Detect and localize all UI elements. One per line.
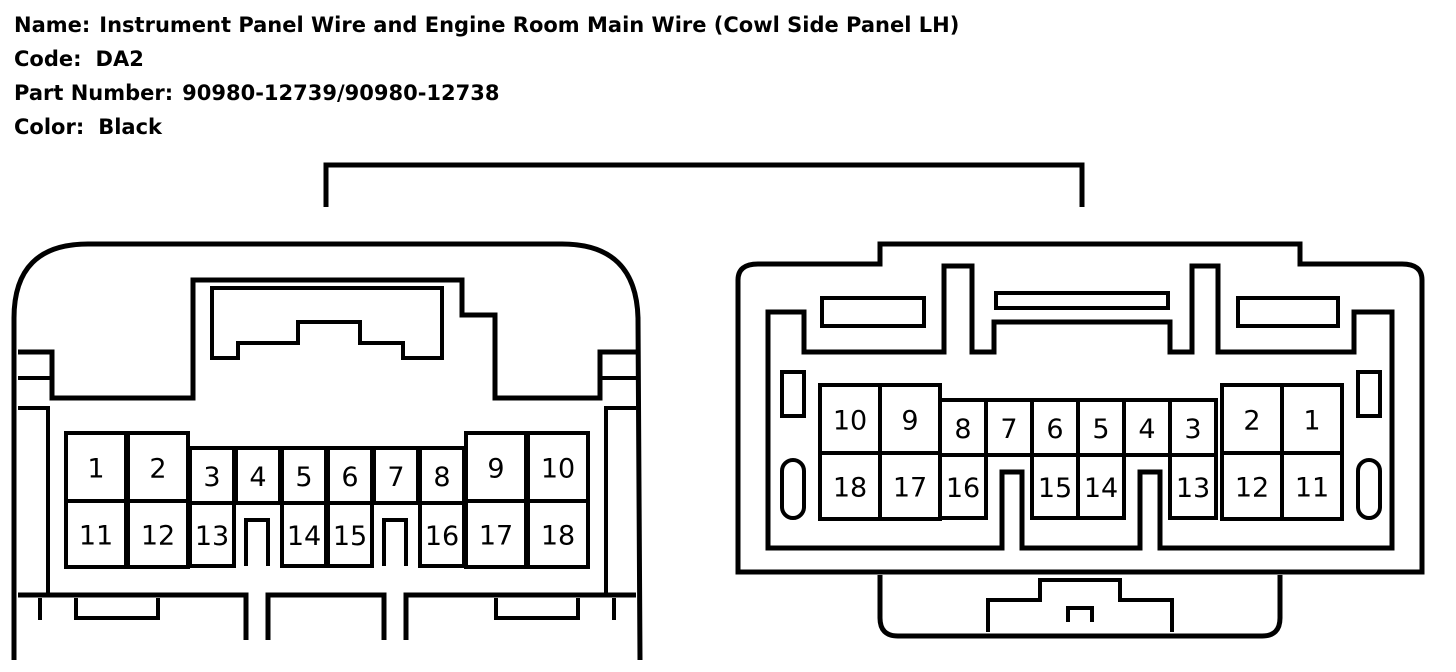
right-connector-side-slot-right-lower: [1356, 458, 1382, 520]
left-pin-label: 1: [87, 454, 104, 485]
left-connector-side-ribs: [18, 376, 636, 595]
right-pin-label: 1: [1303, 406, 1320, 437]
right-connector-inner-housing: [765, 263, 1395, 551]
right-pin-label: 3: [1184, 414, 1201, 445]
left-connector-outer-housing: [11, 241, 643, 661]
right-pin-label: 11: [1295, 473, 1329, 504]
left-pin-label: 6: [341, 462, 358, 493]
part-number-row: Part Number: 90980-12739/90980-12738: [14, 76, 959, 110]
left-pin-label: 4: [249, 462, 266, 493]
left-pin-label: 3: [203, 462, 220, 493]
left-pin-label: 11: [79, 521, 113, 552]
right-connector-top-slot-left: [820, 296, 926, 328]
left-connector-inner-housing: [18, 277, 636, 401]
right-pin-label: 4: [1138, 414, 1155, 445]
left-pin-label: 12: [141, 521, 175, 552]
right-pin-label: 13: [1176, 473, 1210, 504]
right-connector-side-slot-left-upper: [780, 370, 806, 418]
left-pin-label: 17: [479, 521, 513, 552]
left-connector-keyways: [244, 518, 408, 566]
right-cavity-16: [938, 453, 988, 520]
color-label: Color:: [14, 115, 85, 139]
left-cavity-8: [418, 446, 466, 505]
right-pin-label: 8: [954, 414, 971, 445]
left-pin-label: 7: [387, 462, 404, 493]
right-pin-label: 18: [833, 473, 867, 504]
code-row: Code: DA2: [14, 42, 959, 76]
connector-info: Name: Instrument Panel Wire and Engine Ro…: [14, 8, 959, 144]
color-row: Color: Black: [14, 110, 959, 144]
right-pin-label: 14: [1084, 473, 1118, 504]
right-pin-label: 5: [1092, 414, 1109, 445]
right-pin-label: 10: [833, 406, 867, 437]
right-pin-label: 17: [893, 473, 927, 504]
right-connector-lower-shroud: [877, 575, 1283, 639]
right-pin-label: 7: [1000, 414, 1017, 445]
left-connector-lock-latch: [210, 286, 444, 360]
left-connector-base-rail: [18, 592, 636, 640]
left-pin-label: 9: [487, 454, 504, 485]
left-cavity-7: [372, 446, 420, 505]
right-pin-label: 6: [1046, 414, 1063, 445]
left-connector-base-slots: [38, 598, 616, 620]
left-pin-label: 18: [541, 521, 575, 552]
left-cavity-13: [188, 501, 236, 568]
left-pin-label: 14: [287, 521, 321, 552]
right-pin-label: 16: [946, 473, 980, 504]
left-cavity-4: [234, 446, 282, 505]
left-cavity-12: [126, 499, 190, 569]
right-cavity-13: [1168, 453, 1218, 520]
mating-bracket: [323, 162, 1085, 207]
left-pin-label: 10: [541, 454, 575, 485]
right-connector-side-slot-left-lower: [780, 458, 806, 520]
name-label: Name:: [14, 13, 91, 37]
code-label: Code:: [14, 47, 82, 71]
right-pin-label: 9: [901, 406, 918, 437]
right-pin-label: 12: [1235, 473, 1269, 504]
name-row: Name: Instrument Panel Wire and Engine Ro…: [14, 8, 959, 42]
code-value: DA2: [95, 47, 144, 71]
right-connector-outer-housing: [735, 241, 1425, 575]
right-cavity-15: [1030, 453, 1080, 520]
right-pin-label: 2: [1243, 406, 1260, 437]
right-cavity-11: [1280, 451, 1344, 521]
color-value: Black: [98, 115, 163, 139]
left-pin-label: 15: [333, 521, 367, 552]
right-connector-bottom-tab: [986, 578, 1174, 632]
right-connector-latch-bar: [994, 291, 1170, 310]
left-pin-label: 16: [425, 521, 459, 552]
right-cavity-14: [1076, 453, 1126, 520]
left-pin-label: 8: [433, 462, 450, 493]
right-connector-top-slot-right: [1236, 296, 1340, 328]
part-number-value: 90980-12739/90980-12738: [182, 81, 500, 105]
left-cavity-18: [526, 499, 590, 569]
left-cavity-15: [326, 501, 374, 568]
left-pin-label: 5: [295, 462, 312, 493]
right-pin-label: 15: [1038, 473, 1072, 504]
right-cavity-7: [984, 398, 1034, 457]
right-cavity-10: [818, 383, 882, 455]
right-cavity-17: [878, 451, 942, 521]
left-pin-label: 2: [149, 454, 166, 485]
left-cavity-16: [418, 501, 466, 568]
left-pin-label: 13: [195, 521, 229, 552]
part-number-label: Part Number:: [14, 81, 174, 105]
name-value: Instrument Panel Wire and Engine Room Ma…: [99, 13, 960, 37]
left-cavity-14: [280, 501, 328, 568]
right-connector-side-slot-right-upper: [1356, 370, 1382, 418]
